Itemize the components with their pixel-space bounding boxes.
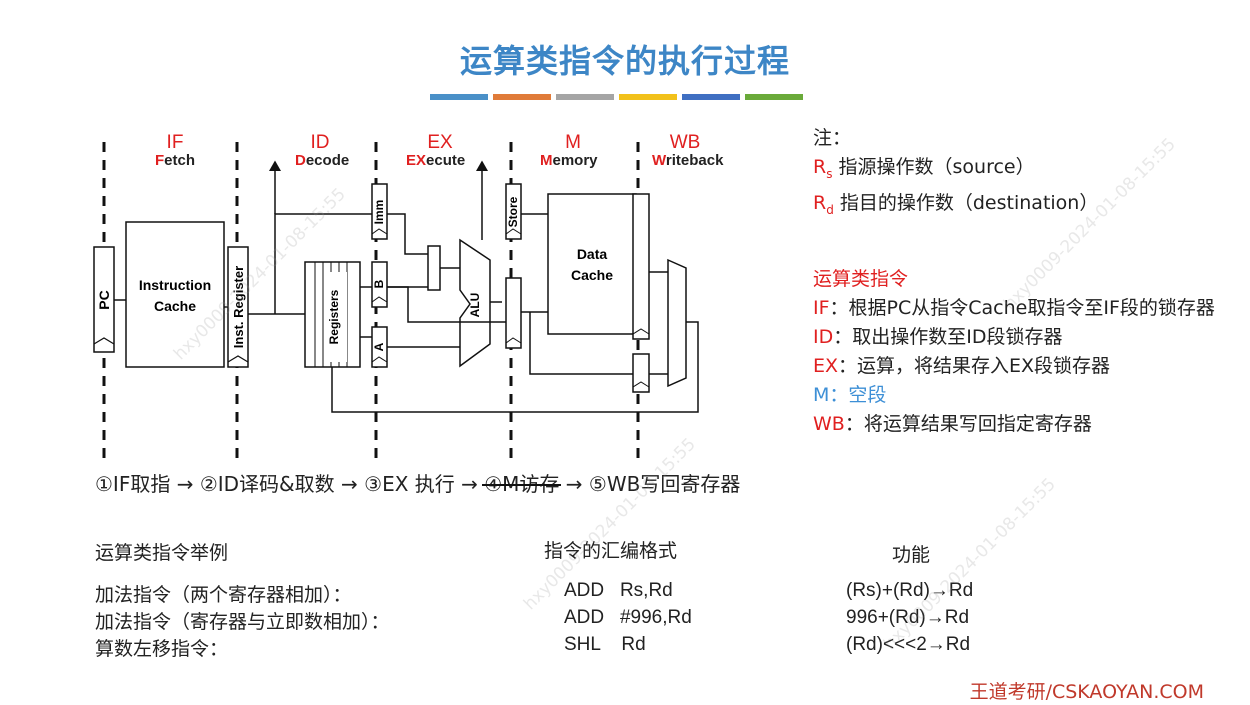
alu-result-latch (632, 353, 650, 393)
ex-result-latch (505, 277, 522, 349)
example-row-desc: 算数左移指令： (95, 638, 229, 660)
note-rd: Rd 指目的操作数（destination） (813, 191, 1099, 217)
svg-text:M: M (565, 132, 581, 153)
svg-text:Store: Store (506, 196, 520, 227)
title-color-bar (682, 94, 740, 100)
footer-brand: 王道考研/CSKAOYAN.COM (969, 681, 1204, 703)
notes-title: 注： (813, 127, 852, 149)
title-color-bar (556, 94, 614, 100)
svg-text:Writeback: Writeback (652, 152, 724, 169)
svg-text:Cache: Cache (571, 267, 613, 283)
pc-latch: PC (93, 246, 115, 353)
title-color-bar (745, 94, 803, 100)
note-wb: WB：将运算结果写回指定寄存器 (813, 412, 1092, 435)
instruction-register: Inst. Register (227, 246, 249, 368)
note-m: M：空段 (813, 383, 887, 406)
title-color-bar (493, 94, 551, 100)
title-color-bar (619, 94, 677, 100)
a-latch: A (371, 326, 388, 368)
note-ex: EX：运算，将结果存入EX段锁存器 (813, 354, 1111, 377)
data-cache: Data Cache (547, 193, 637, 335)
stage-if-header: IF Fetch (155, 132, 195, 169)
svg-text:ALU: ALU (468, 293, 482, 318)
stage-ex-header: EX EXecute (406, 132, 465, 169)
svg-text:Data: Data (577, 246, 608, 262)
instruction-cache: Instruction Cache (125, 221, 225, 368)
arrow-icon: → (176, 472, 194, 496)
step-wb: ⑤WB写回寄存器 (588, 472, 741, 496)
example-row-func: (Rs)+(Rd)→Rd (846, 580, 974, 601)
writeback-mux (667, 258, 687, 388)
svg-text:IF: IF (167, 132, 184, 153)
b-latch: B (371, 261, 388, 308)
title-color-bar (430, 94, 488, 100)
svg-text:B: B (372, 279, 386, 288)
example-row-asm: SHL Rd (564, 634, 646, 655)
example-row-asm: ADD Rs,Rd (564, 580, 673, 601)
svg-text:Memory: Memory (540, 152, 598, 169)
svg-text:Decode: Decode (295, 152, 349, 169)
stage-m-header: M Memory (540, 132, 598, 169)
notes-section-title: 运算类指令 (813, 267, 909, 290)
example-row-asm: ADD #996,Rd (564, 607, 692, 628)
pipeline-flow: ①IF取指 → ②ID译码&取数 → ③EX 执行 → ④M访存 → ⑤WB写回… (95, 468, 740, 497)
arrow-icon: → (565, 472, 583, 496)
stage-id-header: ID Decode (295, 132, 349, 169)
svg-text:Registers: Registers (327, 289, 341, 344)
store-latch: Store (505, 183, 522, 240)
step-id: ②ID译码&取数 (199, 472, 335, 496)
example-row-desc: 加法指令（寄存器与立即数相加）： (95, 611, 390, 633)
register-file: Registers (304, 261, 361, 368)
svg-text:PC: PC (96, 290, 112, 309)
note-rs: Rs 指源操作数（source） (813, 156, 1035, 181)
arrow-icon: → (461, 472, 478, 496)
example-row-func: (Rd)<<<2→Rd (846, 634, 971, 655)
svg-text:Cache: Cache (154, 298, 196, 314)
imm-latch: Imm (371, 183, 388, 240)
mem-latch (632, 193, 650, 340)
example-row-desc: 加法指令（两个寄存器相加）： (95, 584, 352, 606)
svg-text:Imm: Imm (372, 200, 386, 225)
note-id: ID：取出操作数至ID段锁存器 (813, 325, 1063, 348)
examples-col-asm-header: 指令的汇编格式 (544, 540, 678, 562)
examples-col-desc-header: 运算类指令举例 (95, 542, 229, 564)
arrow-icon: → (341, 472, 358, 496)
pipeline-datapath-diagram: IF Fetch ID Decode EX EXecute M Memory W… (70, 122, 740, 462)
notes-panel: 注： Rs 指源操作数（source） Rd 指目的操作数（destinatio… (813, 124, 1233, 439)
svg-text:Fetch: Fetch (155, 152, 195, 169)
step-if: ①IF取指 (95, 472, 171, 496)
note-if: IF：根据PC从指令Cache取指令至IF段的锁存器 (813, 296, 1215, 319)
stage-wb-header: WB Writeback (652, 132, 724, 169)
example-row-func: 996+(Rd)→Rd (846, 607, 970, 628)
svg-text:EXecute: EXecute (406, 152, 465, 169)
svg-text:Instruction: Instruction (139, 277, 211, 293)
slide-title: 运算类指令的执行过程 (459, 42, 790, 80)
svg-text:A: A (372, 342, 386, 351)
step-m-struck: ④M访存 (484, 472, 560, 496)
svg-text:ID: ID (311, 132, 330, 153)
alu: ALU (427, 238, 491, 368)
svg-text:EX: EX (427, 132, 453, 153)
step-ex: ③EX 执行 (364, 472, 455, 496)
examples-col-func-header: 功能 (892, 544, 931, 566)
svg-text:Inst. Register: Inst. Register (231, 266, 246, 348)
svg-text:WB: WB (670, 132, 701, 153)
